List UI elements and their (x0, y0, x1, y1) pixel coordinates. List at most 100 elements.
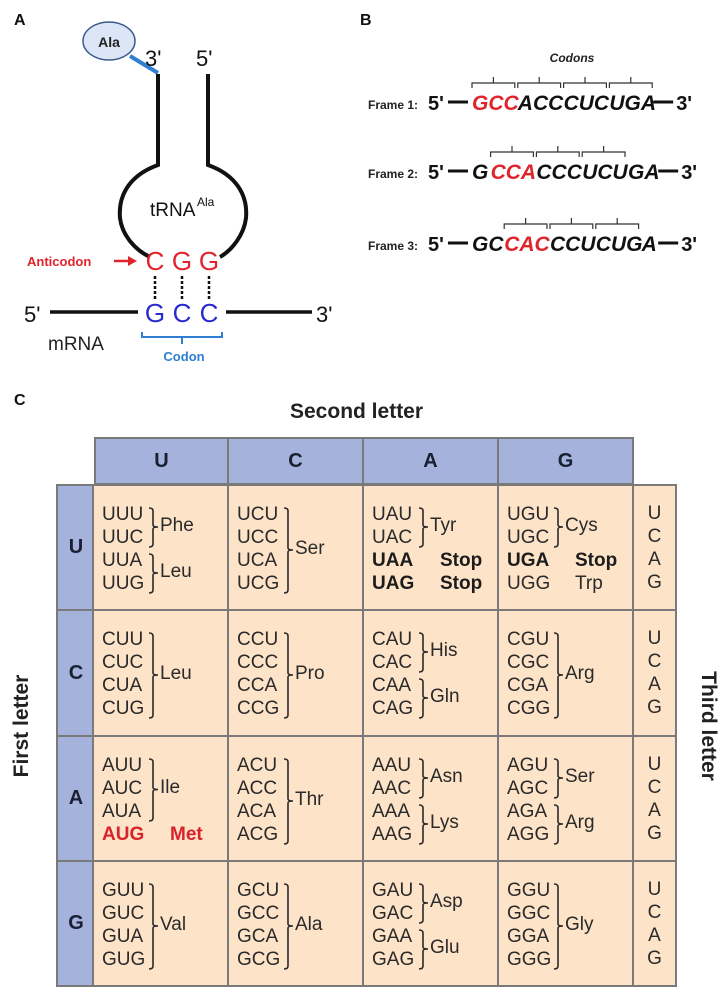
trna-name: tRNA (150, 200, 196, 221)
codon: UAU (372, 503, 413, 525)
codon: CGA (507, 675, 549, 696)
codon: ACC (237, 777, 278, 799)
third-letter: U (647, 502, 662, 524)
codon: AUG (102, 823, 145, 845)
frame-prefix-bases: G (472, 161, 488, 184)
codon: CCG (237, 698, 280, 719)
amino-acid-bubble (82, 21, 136, 61)
first-letter-header: G (56, 860, 96, 987)
amino-acid-label: Lys (430, 811, 459, 833)
codon-group-brace (148, 506, 159, 548)
amino-acid-label: Pro (295, 663, 325, 684)
third-letter: G (647, 697, 662, 718)
codon: CCU (237, 629, 279, 650)
codon-group-brace (283, 632, 294, 719)
third-letter: A (648, 799, 661, 821)
third-letter: C (647, 776, 662, 798)
panel-c-codon-table: C Second letter First letter Third lette… (0, 380, 720, 992)
amino-acid-label: Glu (430, 936, 460, 958)
amino-acid-label: Tyr (430, 514, 457, 536)
codon: CUU (102, 629, 144, 650)
amino-acid-label: Val (160, 913, 187, 935)
second-letter-header: A (362, 437, 499, 485)
codon: GCA (237, 925, 279, 947)
frame-codon: UCU (582, 161, 628, 184)
codon-bracket (563, 77, 607, 88)
codon-bracket (490, 146, 534, 157)
codon: CAC (372, 652, 413, 673)
amino-acid-label: Arg (565, 811, 595, 833)
frame-codon: CAC (504, 233, 550, 256)
codon: AAC (372, 777, 412, 799)
third-letter: A (648, 674, 661, 695)
frame-codon: GCC (472, 92, 520, 115)
third-letter: U (647, 878, 662, 900)
frame-codon: CUC (564, 92, 610, 115)
codon-base-3: C (200, 298, 219, 328)
codon: CCC (237, 652, 279, 673)
anticodon-label: Anticodon (27, 254, 91, 269)
amino-acid-label: Ala (98, 34, 120, 50)
codon: UCU (237, 503, 279, 525)
codon-group-brace (148, 632, 159, 719)
codon: UAC (372, 526, 413, 548)
panel-c-label: C (14, 392, 26, 409)
codon: AAA (372, 800, 411, 822)
amino-acid-label: Cys (565, 514, 598, 536)
frame-codon: UGA (609, 92, 656, 115)
amino-acid-label: His (430, 640, 458, 661)
amino-acid-label: Leu (160, 560, 192, 582)
amino-acid-label: Gln (430, 686, 460, 707)
codon-bracket (517, 77, 562, 88)
mrna-5prime-label: 5' (24, 302, 40, 327)
codon: GCG (237, 948, 281, 970)
amino-acid-label: Leu (160, 663, 192, 684)
codon: ACG (237, 823, 279, 845)
frame-prefix-bases: GC (472, 233, 504, 256)
codon: AUA (102, 800, 142, 822)
amino-acid-label: Stop (575, 549, 618, 571)
amino-acid-label: Stop (440, 572, 483, 594)
frame-5prime-label: 5' (428, 234, 444, 256)
codon: CGU (507, 629, 550, 650)
codon: UGA (507, 549, 550, 571)
amino-acid-label: Asp (430, 890, 463, 912)
codon-group-brace (418, 632, 429, 673)
codon-group-brace (553, 882, 564, 970)
third-letter: U (647, 753, 662, 775)
third-letter: G (647, 571, 662, 593)
codon: UUG (102, 572, 145, 594)
codon-base-1: G (145, 298, 165, 328)
third-letter: U (647, 628, 662, 649)
amino-acid-label: Arg (565, 663, 595, 684)
trna-3prime-label: 3' (145, 46, 161, 71)
second-letter-header: C (227, 437, 364, 485)
frame-codon: CCU (550, 233, 596, 256)
first-letter-header: U (56, 484, 96, 611)
trna-5prime-strand (206, 74, 249, 259)
frame-5prime-label: 5' (428, 162, 444, 184)
codon: GCU (237, 879, 280, 901)
codon: ACA (237, 800, 277, 822)
codon-group-brace (553, 506, 564, 548)
codon-group-brace (283, 757, 294, 845)
trna-3prime-strand (117, 74, 160, 259)
codon: UGU (507, 503, 550, 525)
codon: CUC (102, 652, 144, 673)
codon: GAC (372, 902, 414, 924)
codon: AGU (507, 754, 549, 776)
panel-a-label: A (14, 12, 26, 29)
codon: CUA (102, 675, 143, 696)
